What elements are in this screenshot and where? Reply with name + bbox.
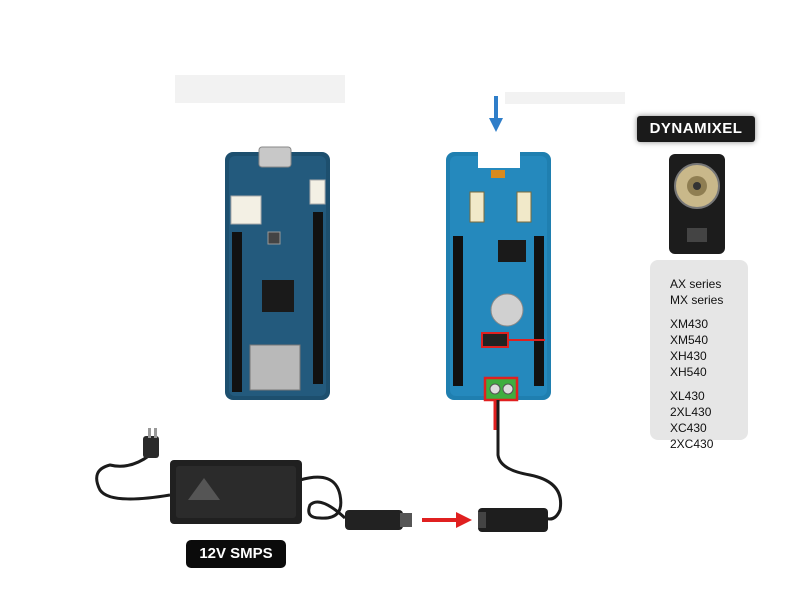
- arrow-right-icon: [422, 512, 472, 528]
- background-smudge: [175, 75, 345, 103]
- series-item: XM430: [670, 317, 709, 331]
- series-item: MX series: [670, 293, 724, 307]
- background-smudge: [505, 92, 625, 104]
- power-adapter: [170, 460, 302, 524]
- arduino-mkr-zero-board: [225, 146, 330, 400]
- series-item: XM540: [670, 333, 709, 347]
- series-item: AX series: [670, 277, 722, 291]
- barrel-plug: [345, 510, 412, 530]
- series-list-panel: [650, 260, 748, 440]
- series-item: XH540: [670, 365, 707, 379]
- series-item: XL430: [670, 389, 705, 403]
- arrow-down-icon: [489, 96, 503, 132]
- series-item: 2XL430: [670, 405, 712, 419]
- dynamixel-brand-label: DYNAMIXEL: [637, 116, 755, 142]
- wall-plug-icon: [143, 428, 159, 458]
- series-item: 2XC430: [670, 437, 714, 451]
- series-item: XH430: [670, 349, 707, 363]
- series-list: AX series MX series XM430 XM540 XH430 XH…: [670, 276, 723, 452]
- dynamixel-shield-board: [446, 148, 551, 402]
- power-supply-label: 12V SMPS: [186, 540, 286, 568]
- dynamixel-servo: [669, 154, 725, 254]
- series-item: XC430: [670, 421, 707, 435]
- power-cable: [95, 400, 563, 521]
- barrel-jack: [478, 508, 548, 532]
